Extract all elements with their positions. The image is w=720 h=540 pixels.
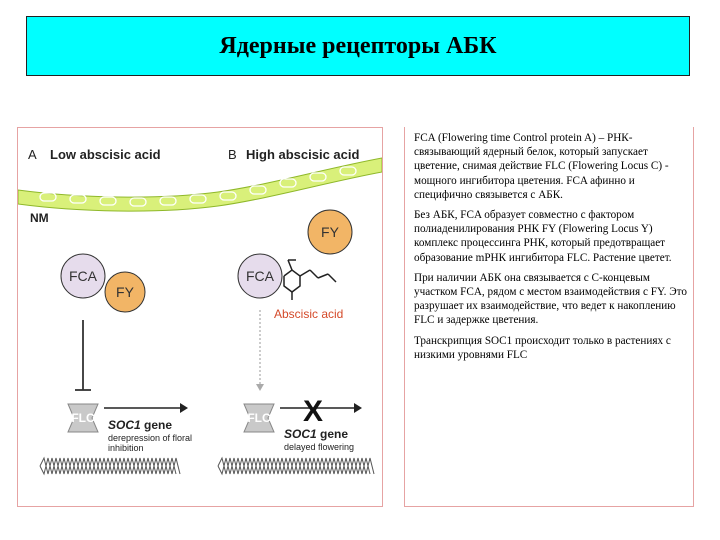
fy-circle-b — [307, 209, 353, 255]
aba-molecule-icon — [283, 259, 337, 300]
fy-circle-a — [104, 271, 146, 313]
flc-label-b: FLC — [247, 411, 271, 425]
flc-label-a: FLC — [71, 411, 95, 425]
panel-a-letter: A — [28, 147, 37, 162]
nm-label: NM — [30, 211, 49, 225]
paragraph-soc1: Транскрипция SOC1 происходит только в ра… — [414, 334, 671, 361]
flc-block-a — [67, 403, 99, 433]
paragraph-no-aba: Без АБК, FCA образует совместно с фактор… — [414, 209, 672, 264]
figure-frame: A Low abscisic acid B High abscisic acid… — [17, 127, 383, 507]
dna-strand-b — [217, 456, 375, 476]
fca-label-b: FCA — [246, 268, 275, 284]
flc-block-b — [243, 403, 275, 433]
panel-b-label: High abscisic acid — [246, 147, 359, 162]
slide-title: Ядерные рецепторы АБК — [219, 32, 497, 59]
fca-circle-a — [60, 253, 106, 299]
diagram-svg: A Low abscisic acid B High abscisic acid… — [18, 147, 382, 476]
dashed-arrow-head — [256, 384, 264, 391]
dna-strand-a — [39, 456, 181, 476]
title-box: Ядерные рецепторы АБК — [26, 16, 690, 76]
derepression-text-2: inhibition — [108, 443, 144, 453]
panel-b-letter: B — [228, 147, 237, 162]
x-block-mark: X — [303, 395, 323, 428]
fca-circle-b — [237, 253, 283, 299]
fca-label-a: FCA — [69, 268, 98, 284]
soc1-arrow-head-b — [354, 403, 362, 413]
soc1-arrow-head-a — [180, 403, 188, 413]
paragraph-fca: FCA (Flowering time Control protein A) –… — [414, 132, 669, 201]
nuclear-membrane — [18, 157, 382, 212]
soc1-gene-a: SOC1 gene — [108, 418, 172, 432]
delayed-text: delayed flowering — [284, 442, 354, 452]
text-column: FCA (Flowering time Control protein A) –… — [404, 127, 694, 507]
fy-label-a: FY — [116, 284, 135, 300]
paragraph-with-aba: При наличии АБК она связывается с C-конц… — [414, 271, 687, 327]
fy-label-b: FY — [321, 224, 340, 240]
panel-a-label: Low abscisic acid — [50, 147, 161, 162]
derepression-text-1: derepression of floral — [108, 433, 192, 443]
soc1-gene-b: SOC1 gene — [284, 427, 348, 441]
membrane-pores — [39, 166, 357, 207]
aba-label: Abscisic acid — [274, 307, 343, 321]
